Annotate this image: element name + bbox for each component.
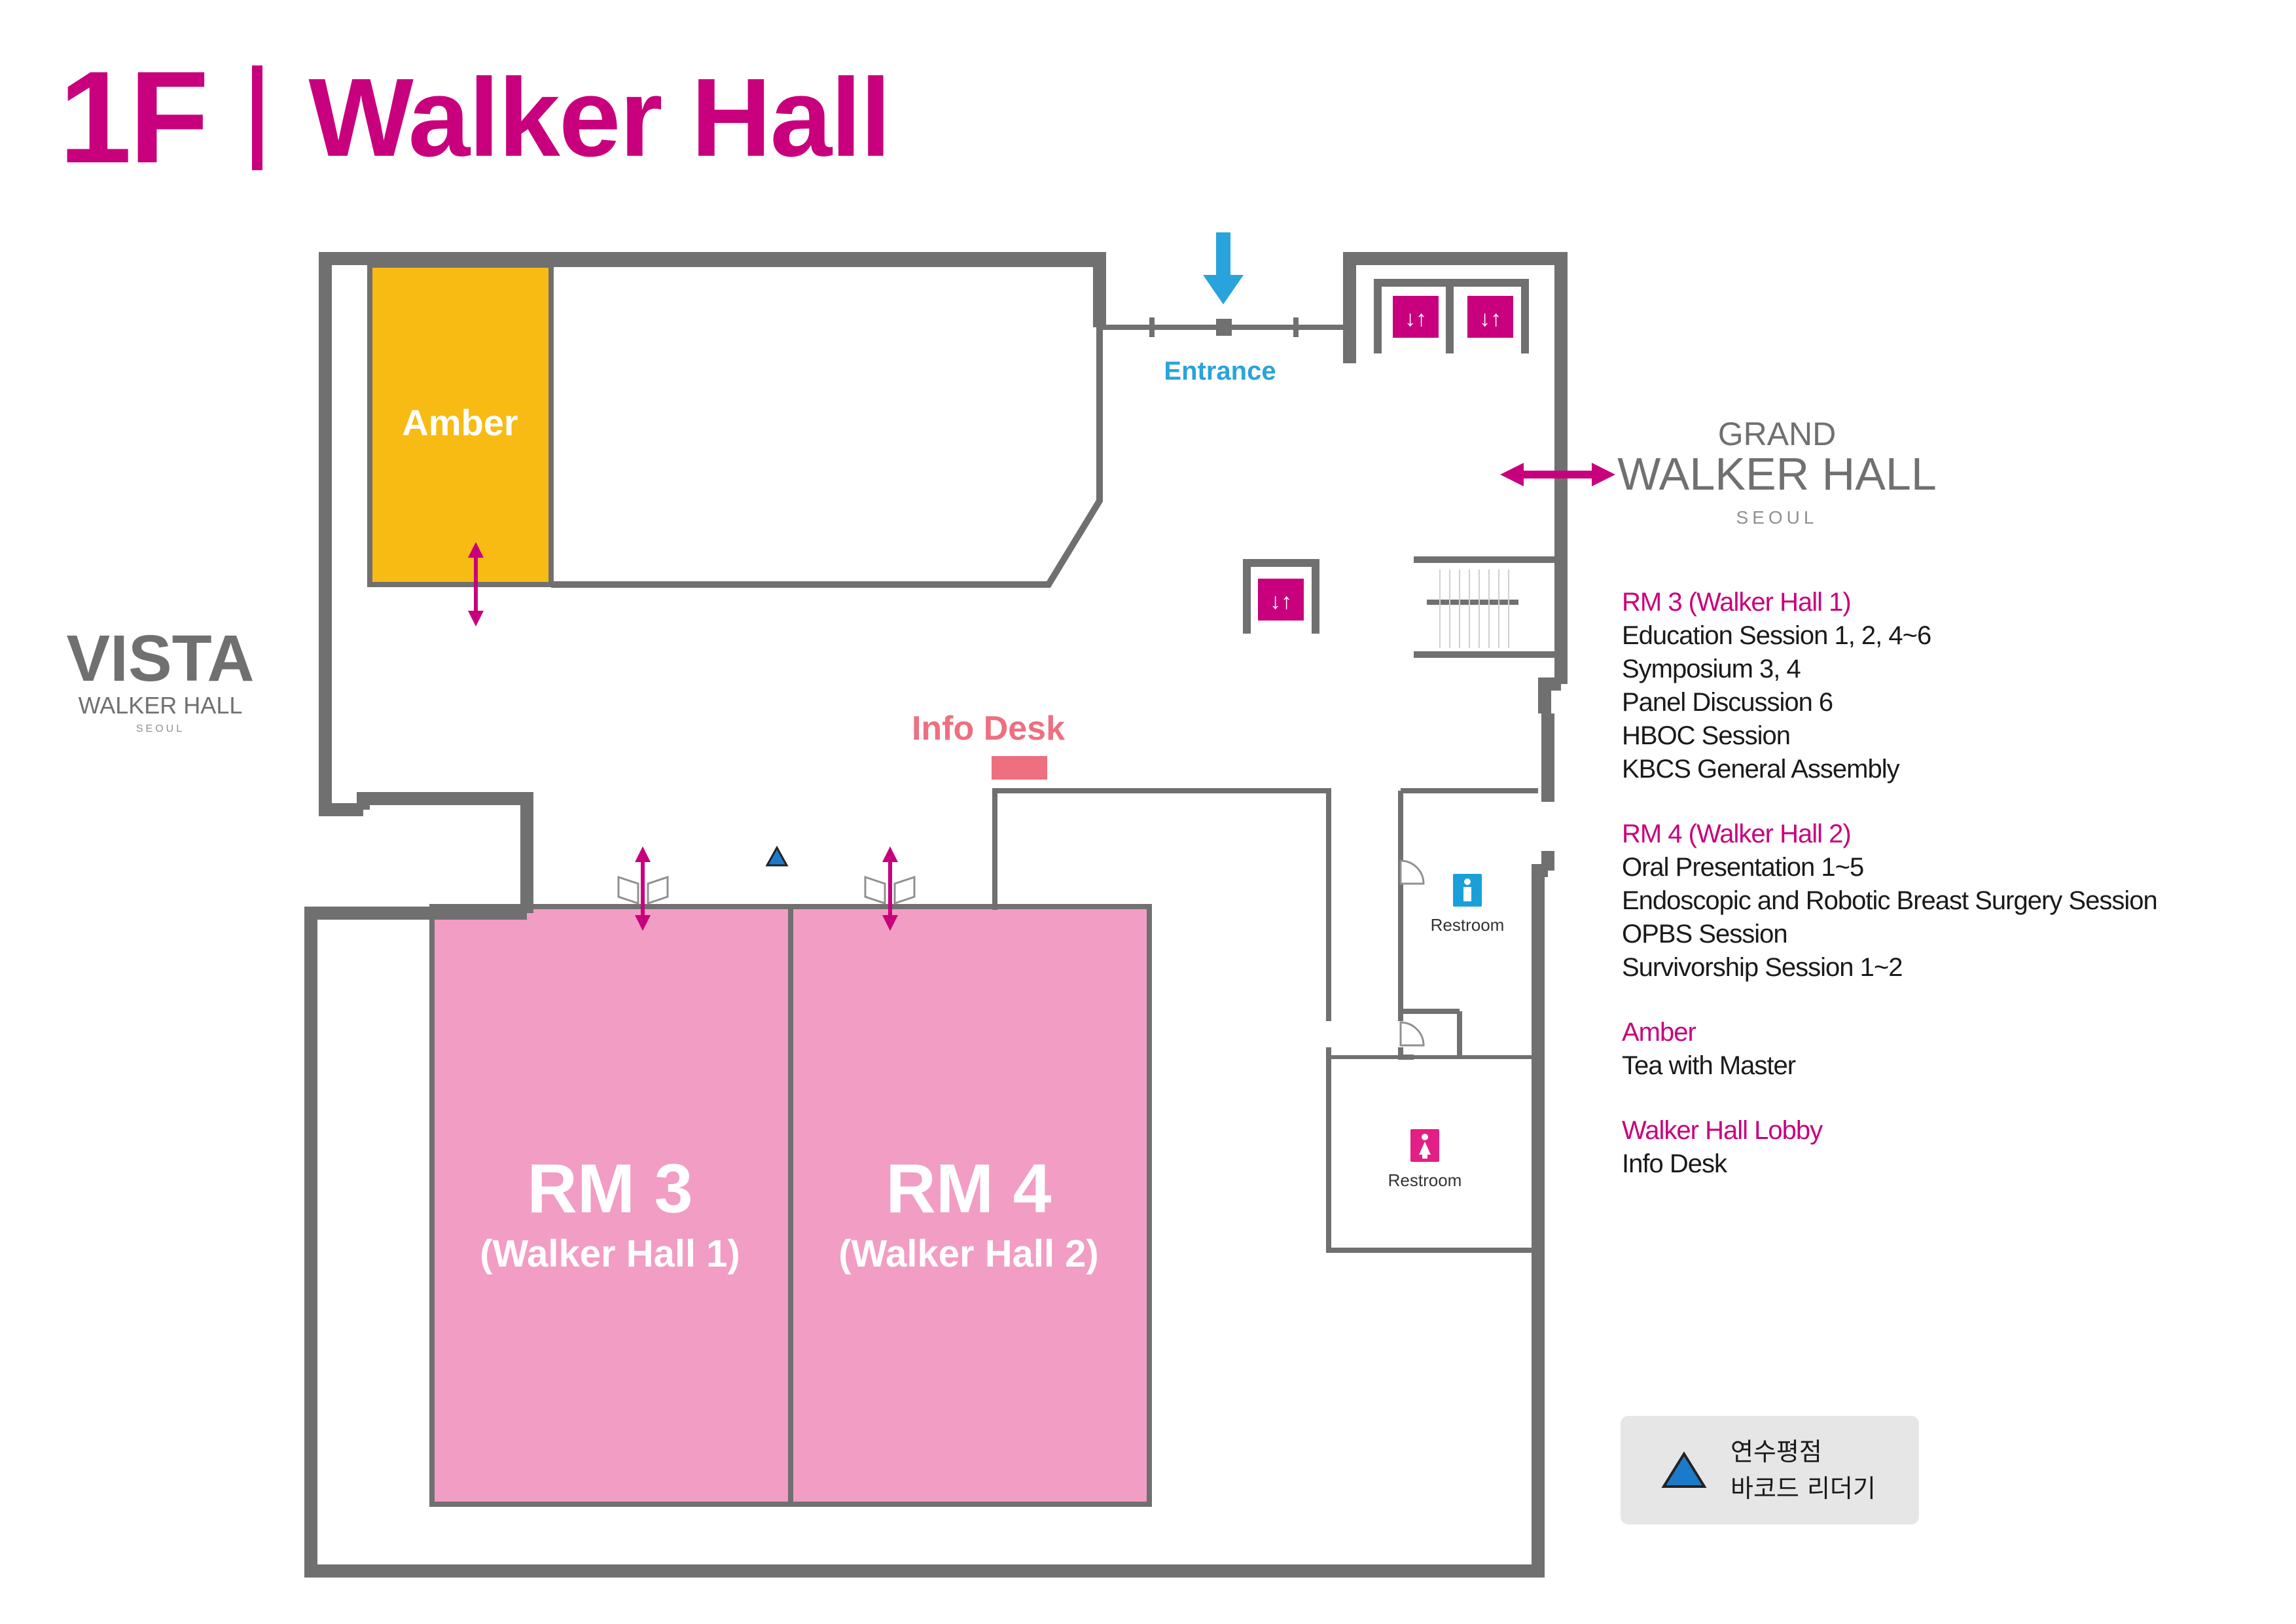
- rm4-door: [864, 846, 916, 931]
- svg-text:SEOUL: SEOUL: [136, 723, 185, 734]
- elevator-bank: ↓↑ ↓↑: [1374, 279, 1529, 353]
- barcode-label-line2: 바코드 리더기: [1731, 1474, 1876, 1503]
- legend-item: Tea with Master: [1622, 1051, 1796, 1080]
- svg-text:↓↑: ↓↑: [1405, 306, 1427, 331]
- legend-heading: Walker Hall Lobby: [1622, 1116, 1823, 1145]
- header-divider: [252, 65, 263, 170]
- legend-item: Endoscopic and Robotic Breast Surgery Se…: [1622, 886, 2158, 915]
- svg-text:SEOUL: SEOUL: [1736, 507, 1818, 528]
- room-amber[interactable]: [367, 262, 554, 587]
- room-sublabel-rm4: (Walker Hall 2): [838, 1233, 1099, 1275]
- legend-group-rm4: RM 4 (Walker Hall 2) Oral Presentation 1…: [1622, 818, 2250, 984]
- legend-item: Education Session 1, 2, 4~6: [1622, 621, 1931, 650]
- svg-text:WALKER HALL: WALKER HALL: [1617, 448, 1937, 499]
- legend-item: OPBS Session: [1622, 920, 1788, 948]
- room-label-rm3: RM 3: [527, 1150, 692, 1227]
- legend-group-lobby: Walker Hall Lobby Info Desk: [1622, 1114, 2250, 1181]
- entrance-doors: [1100, 317, 1350, 337]
- barcode-reader-legend: 연수평점 바코드 리더기: [1621, 1416, 1919, 1525]
- entrance-arrow: [1203, 232, 1244, 304]
- grand-walker-hall-logo: GRAND WALKER HALL SEOUL: [1617, 416, 1937, 528]
- legend-group-amber: Amber Tea with Master: [1622, 1016, 2250, 1083]
- room-label-amber: Amber: [402, 402, 518, 443]
- floor-label: 1F: [59, 45, 209, 190]
- elevator-icon: [1467, 296, 1513, 338]
- blue-triangle-icon: [1661, 1451, 1707, 1488]
- male-restroom-icon: [1453, 874, 1482, 907]
- barcode-reader-marker: [765, 845, 789, 867]
- svg-text:GRAND: GRAND: [1718, 416, 1837, 452]
- legend-item: Info Desk: [1622, 1149, 1727, 1178]
- legend-item: KBCS General Assembly: [1622, 755, 1900, 784]
- room-rm3[interactable]: [429, 904, 793, 1507]
- female-restroom-icon: [1410, 1129, 1439, 1162]
- elevator-icon: [1393, 296, 1439, 338]
- restroom-label-female: Restroom: [1388, 1170, 1462, 1190]
- stairs: [1414, 556, 1554, 658]
- barcode-label-line1: 연수평점: [1731, 1437, 1822, 1466]
- elevator-icon: [1258, 579, 1304, 621]
- room-label-rm4: RM 4: [886, 1150, 1051, 1227]
- room-schedule-legend: RM 3 (Walker Hall 1) Education Session 1…: [1622, 586, 2250, 1212]
- legend-item: HBOC Session: [1622, 721, 1791, 750]
- legend-item: Panel Discussion 6: [1622, 688, 1833, 717]
- legend-item: Oral Presentation 1~5: [1622, 853, 1864, 882]
- legend-heading: RM 3 (Walker Hall 1): [1622, 588, 1852, 617]
- room-rm4[interactable]: [788, 904, 1152, 1507]
- page-title: Walker Hall: [308, 56, 891, 180]
- entrance-label: Entrance: [1164, 357, 1276, 386]
- svg-text:↓↑: ↓↑: [1270, 589, 1292, 614]
- room-sublabel-rm3: (Walker Hall 1): [480, 1233, 740, 1275]
- svg-text:↓↑: ↓↑: [1479, 306, 1501, 331]
- legend-item: Symposium 3, 4: [1622, 655, 1801, 683]
- restroom-label-male: Restroom: [1431, 915, 1505, 935]
- svg-text:VISTA: VISTA: [66, 622, 254, 695]
- legend-heading: Amber: [1622, 1018, 1696, 1047]
- info-desk[interactable]: [992, 756, 1047, 780]
- restroom-door-female: [1399, 1021, 1425, 1047]
- restroom-door-male: [1399, 859, 1425, 885]
- legend-group-rm3: RM 3 (Walker Hall 1) Education Session 1…: [1622, 586, 2250, 786]
- page-header: 1F Walker Hall: [59, 45, 891, 190]
- rm3-door: [617, 846, 669, 931]
- svg-text:WALKER HALL: WALKER HALL: [79, 692, 243, 719]
- info-desk-label: Info Desk: [912, 710, 1065, 748]
- legend-item: Survivorship Session 1~2: [1622, 953, 1903, 982]
- legend-heading: RM 4 (Walker Hall 2): [1622, 820, 1852, 848]
- barcode-reader-label: 연수평점 바코드 리더기: [1731, 1434, 1876, 1507]
- vista-walker-hall-logo: VISTA WALKER HALL SEOUL: [66, 622, 254, 734]
- elevator-lobby: ↓↑: [1243, 559, 1319, 634]
